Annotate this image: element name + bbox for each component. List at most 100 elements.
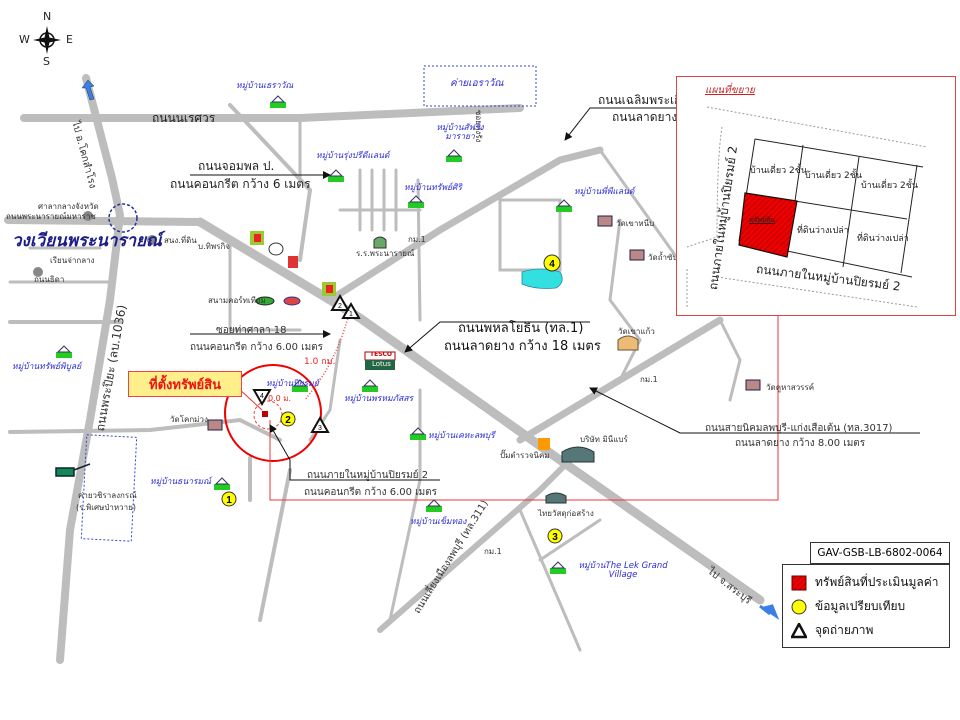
label-village-11: หมู่บ้านThe Lek Grand Village bbox=[578, 561, 668, 581]
label-kom1-c: กม.1 bbox=[484, 547, 502, 556]
label-village-0: หมู่บ้านเธราวัณ bbox=[236, 81, 294, 91]
inset-title: แผนที่ขยาย bbox=[705, 85, 755, 96]
label-village-7: หมู่บ้านพรหมภัสสร bbox=[344, 394, 414, 404]
label-road-phahon: ถนนพหลโยธิน (ทล.1) bbox=[458, 321, 584, 336]
legend-item-subject: ทรัพย์สินที่ประเมินมูลค่า bbox=[791, 573, 939, 592]
inset-plot-diagram bbox=[686, 106, 928, 308]
label-road-thida: ถนนธิดา bbox=[34, 275, 65, 284]
inset-connector bbox=[269, 300, 779, 501]
photo-points: 1 2 3 4 bbox=[252, 293, 361, 433]
camp-bodin-boundary bbox=[80, 434, 138, 542]
label-village-3: หมู่บ้านทรัพย์ศิริ bbox=[404, 183, 462, 193]
legend-comparable-label: ข้อมูลเปรียบเทียบ bbox=[815, 599, 906, 613]
label-village-1: หมู่บ้านสัฟวิ่ง มารายา bbox=[436, 123, 484, 143]
label-lotus: Lotus bbox=[372, 360, 391, 368]
road-naresuan bbox=[20, 104, 524, 122]
arrow-north-icon bbox=[81, 79, 95, 101]
label-village-5: หมู่บ้านทรัพย์พิบูลย์ bbox=[12, 362, 82, 372]
legend-item-photo: จุดถ่ายภาพ bbox=[791, 621, 873, 640]
comparable-markers: 1 2 3 4 bbox=[221, 254, 563, 544]
svg-text:2: 2 bbox=[338, 303, 342, 310]
inset-house-1: บ้านเดี่ยว 2ชั้น bbox=[750, 166, 808, 176]
label-village-4: หมู่บ้านพี่พีแลนด์ bbox=[574, 187, 635, 197]
report-code: GAV-GSB-LB-6802-0064 bbox=[810, 542, 950, 564]
ring-marker bbox=[108, 203, 138, 233]
legend-photo-label: จุดถ่ายภาพ bbox=[815, 623, 874, 637]
road-phahon bbox=[195, 217, 765, 605]
comparable-marker-4: 4 bbox=[543, 254, 561, 272]
village-icons bbox=[56, 95, 572, 574]
label-showroom: สนามคอร์ทเทียม bbox=[208, 296, 266, 305]
label-road-nikhom-desc: ถนนลาดยาง กว้าง 8.00 เมตร bbox=[735, 438, 866, 449]
label-minebea: บริษัท มินีแบร์ bbox=[580, 435, 628, 444]
hatched-square-icon bbox=[791, 575, 807, 590]
label-road-chaloem-desc: ถนนลาดยาง กว้าง bbox=[612, 111, 676, 124]
camp-erawan-boundary bbox=[423, 65, 537, 107]
label-gas-station: ปั๊มตำรวจนิคม bbox=[500, 451, 550, 460]
subject-area-circle bbox=[224, 364, 322, 462]
label-wat-khao-nip: วัดเขาหนีบ bbox=[616, 219, 655, 228]
compass-s: S bbox=[43, 55, 50, 68]
label-road-nikhom: ถนนสายนิคมลพบุรี-แก่งเสือเต้น (ทล.3017) bbox=[705, 423, 893, 434]
label-village-road: ถนนภายในหมู่บ้านปิยรมย์ 2 bbox=[307, 470, 429, 481]
label-camp-bodin-sub: (ร.พิเศษป่าหวาย) bbox=[76, 503, 136, 512]
svg-text:1: 1 bbox=[349, 311, 353, 318]
photo-point-4: 4 bbox=[252, 389, 272, 407]
road-bypass bbox=[377, 457, 573, 633]
lake bbox=[521, 268, 563, 289]
label-sanong-tidin: สนง.ที่ดิน bbox=[164, 236, 197, 245]
svg-text:2: 2 bbox=[285, 415, 291, 426]
road-chaloem bbox=[326, 146, 604, 304]
inset-vacant-2: ที่ดินว่างเปล่า bbox=[857, 234, 909, 244]
compass: N S W E bbox=[10, 10, 80, 70]
label-village-6: หมู่บ้านปิยรมย์ bbox=[266, 379, 319, 389]
label-wat-khao-kaeo: วัดเขาแก้ว bbox=[618, 327, 655, 336]
label-kom1-b: กม.1 bbox=[640, 375, 658, 384]
road-phra-piya bbox=[56, 74, 125, 664]
label-ring-narai: วงเวียนพระนารายณ์ bbox=[12, 231, 162, 251]
label-distance-2: 0.0 ม. bbox=[268, 394, 292, 403]
label-tesco: TESCO bbox=[370, 351, 393, 358]
label-road-narai: ถนนพระนารายณ์มหาราช bbox=[6, 212, 96, 221]
label-road-jompon-desc: ถนนคอนกรีต กว้าง 6 เมตร bbox=[170, 177, 311, 191]
temple-icons bbox=[207, 215, 761, 431]
label-village-9: หมู่บ้านธนารมณ์ bbox=[150, 477, 212, 487]
inset-subject-label: ทรัพย์สิน bbox=[749, 216, 776, 224]
label-village-road-desc: ถนนคอนกรีต กว้าง 6.00 เมตร bbox=[304, 487, 438, 498]
label-road-soi-desc: ถนนคอนกรีต กว้าง 6.00 เมตร bbox=[190, 342, 324, 353]
label-village-10: หมู่บ้านเข็มทอง bbox=[410, 517, 467, 527]
svg-text:4: 4 bbox=[549, 259, 555, 270]
yellow-circle-icon bbox=[791, 599, 807, 614]
label-camp-erawan: ค่ายเอราวัณ bbox=[450, 78, 504, 89]
compass-n: N bbox=[43, 10, 52, 23]
label-sala-klang: ศาลากลางจังหวัด bbox=[38, 202, 99, 211]
label-road-soi: ซอยท่าศาลา 18 bbox=[216, 325, 287, 336]
svg-text:3: 3 bbox=[552, 532, 558, 543]
label-village-2: หมู่บ้านรุ่งปรีดีแลนด์ bbox=[316, 151, 390, 161]
subject-location-callout: ที่ตั้งทรัพย์สิน bbox=[128, 371, 242, 397]
inset-subject-parcel bbox=[738, 192, 798, 258]
label-road-naresuan: ถนนนเรศวร bbox=[152, 111, 216, 125]
legend-subject-label: ทรัพย์สินที่ประเมินมูลค่า bbox=[815, 575, 939, 589]
label-wat-kuha: วัดคูหาสวรรค์ bbox=[766, 383, 815, 392]
road-network bbox=[4, 74, 765, 664]
inset-map: แผนที่ขยาย บ้านเดี่ยว 2ชั้น บ้านเดี่ยว 2… bbox=[676, 76, 956, 316]
label-bor-tipkit: บ.ทิพรกิจ bbox=[198, 242, 230, 251]
compass-w: W bbox=[19, 33, 30, 46]
inset-vacant-1: ที่ดินว่างเปล่า bbox=[797, 226, 849, 236]
inset-house-2: บ้านเดี่ยว 2ชั้น bbox=[805, 171, 863, 181]
label-road-phahon-desc: ถนนลาดยาง กว้าง 18 เมตร bbox=[444, 339, 601, 354]
label-rian-jaklang: เรียนจ่ากลาง bbox=[50, 256, 95, 265]
camera-point-triangle-icon bbox=[791, 622, 807, 638]
label-school: ร.ร.พระนารายณ์ bbox=[356, 249, 415, 258]
svg-text:3: 3 bbox=[318, 425, 322, 432]
label-wat-khok-muang: วัดโคกม่วง bbox=[170, 415, 208, 424]
subject-marker bbox=[262, 411, 268, 417]
compass-rose-icon bbox=[33, 26, 61, 54]
inset-house-3: บ้านเดี่ยว 2ชั้น bbox=[861, 181, 919, 191]
label-wat-nam-sap: วัดถ้ำซับ bbox=[648, 253, 678, 262]
label-village-8: หมู่บ้านเคหะลพบุรี bbox=[428, 431, 495, 441]
comparable-marker-3: 3 bbox=[547, 528, 563, 544]
legend: ทรัพย์สินที่ประเมินมูลค่า ข้อมูลเปรียบเท… bbox=[782, 564, 950, 648]
